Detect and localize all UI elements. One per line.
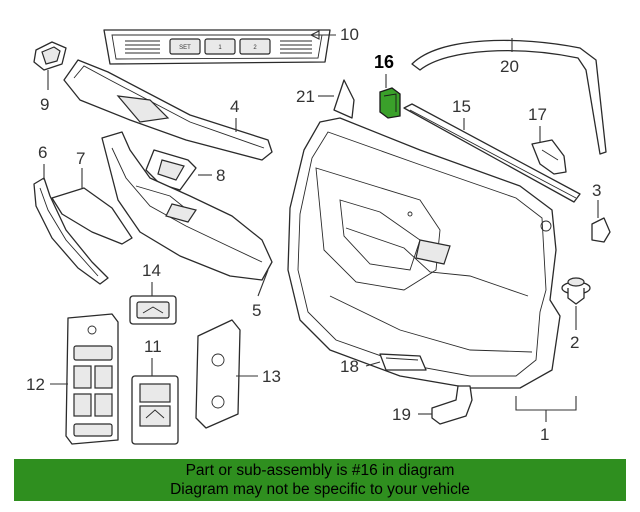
set-button <box>169 38 201 55</box>
memory-1-label: 1 <box>218 45 222 51</box>
callout-18: 18 <box>340 357 359 376</box>
callout-7: 7 <box>76 149 85 168</box>
callout-4: 4 <box>230 97 239 116</box>
set-button-label: SET <box>179 45 191 51</box>
callout-11: 11 <box>144 337 162 356</box>
callout-8: 8 <box>216 166 225 185</box>
part-21-bracket <box>333 79 355 119</box>
part-4-trim-strip <box>63 59 273 161</box>
callout-16: 16 <box>374 52 394 72</box>
banner-line-1: Part or sub-assembly is #16 in diagram <box>185 462 455 479</box>
callout-2: 2 <box>570 333 579 352</box>
part-8-switch-bezel <box>145 149 197 191</box>
part-1-door-panel <box>287 117 561 389</box>
part-12-window-switch-block <box>65 313 119 445</box>
callout-13: 13 <box>262 367 281 386</box>
part-18-handle-insert <box>379 353 427 371</box>
parts-diagram: SET 1 2 <box>26 25 611 445</box>
part-11-window-switch <box>131 375 179 445</box>
part-15-seal-strip <box>403 103 581 203</box>
part-10-memory-switch-panel: SET 1 2 <box>103 29 331 65</box>
part-14-switch <box>129 295 177 325</box>
part-19-bracket <box>431 385 473 425</box>
part-2-push-pin <box>561 277 591 305</box>
part-6-long-trim <box>33 177 109 285</box>
part-17-bracket <box>531 139 567 175</box>
callout-1: 1 <box>540 425 549 444</box>
memory-1-button <box>204 38 236 55</box>
part-13-button-panel <box>195 319 241 429</box>
part-16-highlighted-clip <box>379 87 401 119</box>
callout-10: 10 <box>340 25 359 44</box>
leader-lines <box>43 30 599 422</box>
callout-17: 17 <box>528 105 547 124</box>
callout-5: 5 <box>252 301 261 320</box>
part-5-armrest <box>101 131 273 281</box>
part-20-frame-trim <box>411 39 607 155</box>
banner-line-2: Diagram may not be specific to your vehi… <box>170 481 470 498</box>
info-banner: Part or sub-assembly is #16 in diagram D… <box>14 459 626 501</box>
callout-14: 14 <box>142 261 161 280</box>
callout-21: 21 <box>296 87 315 106</box>
callout-6: 6 <box>38 143 47 162</box>
callout-9: 9 <box>40 95 49 114</box>
callout-19: 19 <box>392 405 411 424</box>
part-7-trim <box>51 187 133 245</box>
callout-20: 20 <box>500 57 519 76</box>
memory-2-button <box>239 38 271 55</box>
part-3-clip <box>591 217 611 243</box>
part-9-switch <box>33 41 67 71</box>
callout-15: 15 <box>452 97 471 116</box>
callout-12: 12 <box>26 375 45 394</box>
callout-3: 3 <box>592 181 601 200</box>
memory-2-label: 2 <box>253 45 257 51</box>
